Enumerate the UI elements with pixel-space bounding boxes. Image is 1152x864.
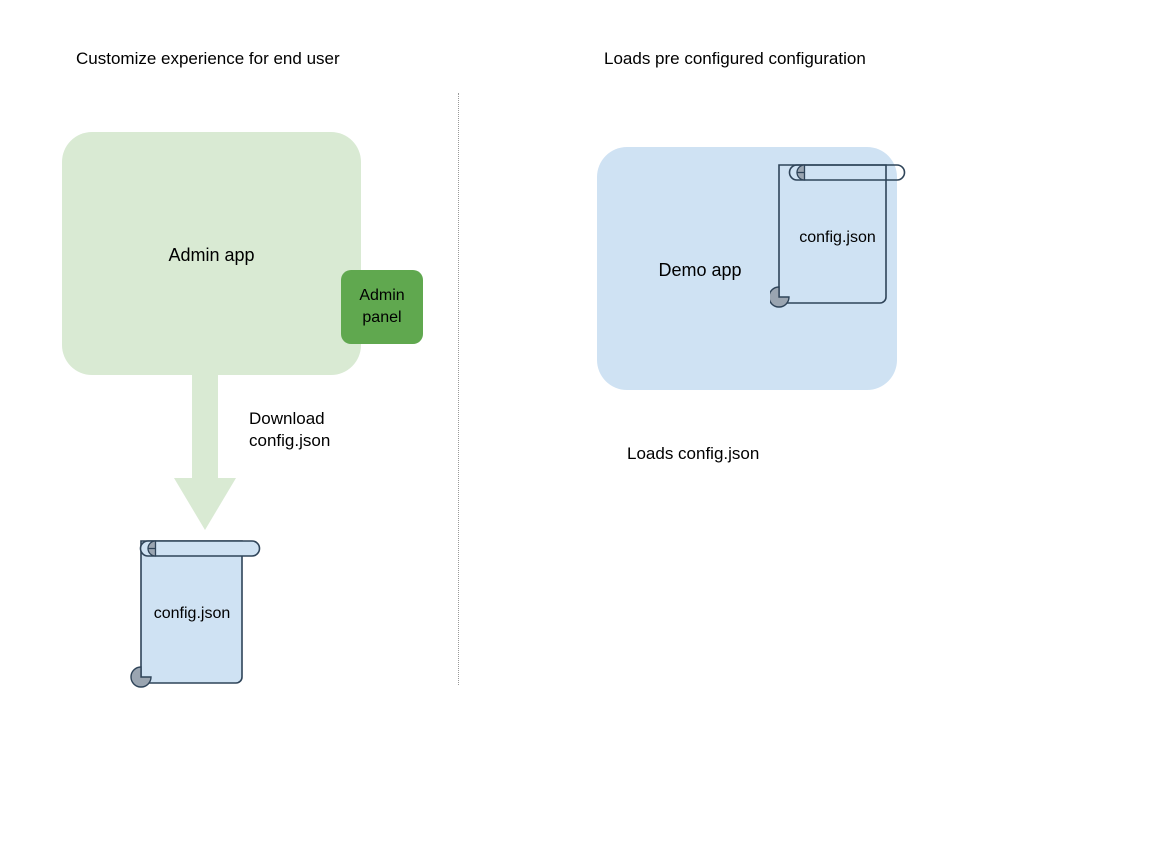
column-divider — [458, 93, 459, 685]
document-top-roll — [139, 540, 261, 557]
admin-panel-label-line1: Admin — [359, 287, 405, 304]
document-top-roll — [788, 164, 906, 181]
download-arrow — [174, 370, 236, 530]
document-bottom-curl-icon — [770, 286, 790, 308]
right-column-title: Loads pre configured configuration — [604, 49, 866, 68]
document-top-curl-icon — [796, 164, 806, 181]
admin-panel-chip[interactable]: Admin panel — [341, 270, 423, 344]
config-json-label-right: config.json — [799, 229, 876, 246]
left-column-title: Customize experience for end user — [76, 49, 340, 68]
loads-config-caption: Loads config.json — [627, 444, 760, 463]
download-arrow-label: Download config.json — [249, 408, 330, 452]
admin-panel-label: Admin panel — [359, 285, 404, 329]
download-arrow-shape — [174, 370, 236, 530]
admin-app-label: Admin app — [168, 245, 255, 265]
config-json-document-right[interactable] — [770, 152, 916, 310]
config-json-label-left: config.json — [153, 605, 231, 622]
document-top-curl-icon — [147, 540, 157, 557]
config-json-document-left[interactable] — [122, 528, 268, 690]
admin-panel-label-line2: panel — [362, 309, 402, 326]
admin-app-box[interactable]: Admin app Admin panel — [62, 132, 423, 375]
demo-app-box[interactable]: Demo app — [597, 147, 897, 390]
document-bottom-curl-icon — [130, 666, 152, 688]
download-arrow-label-line2: config.json — [249, 431, 331, 450]
download-arrow-label-line1: Download — [249, 409, 325, 428]
demo-app-label: Demo app — [658, 260, 742, 280]
